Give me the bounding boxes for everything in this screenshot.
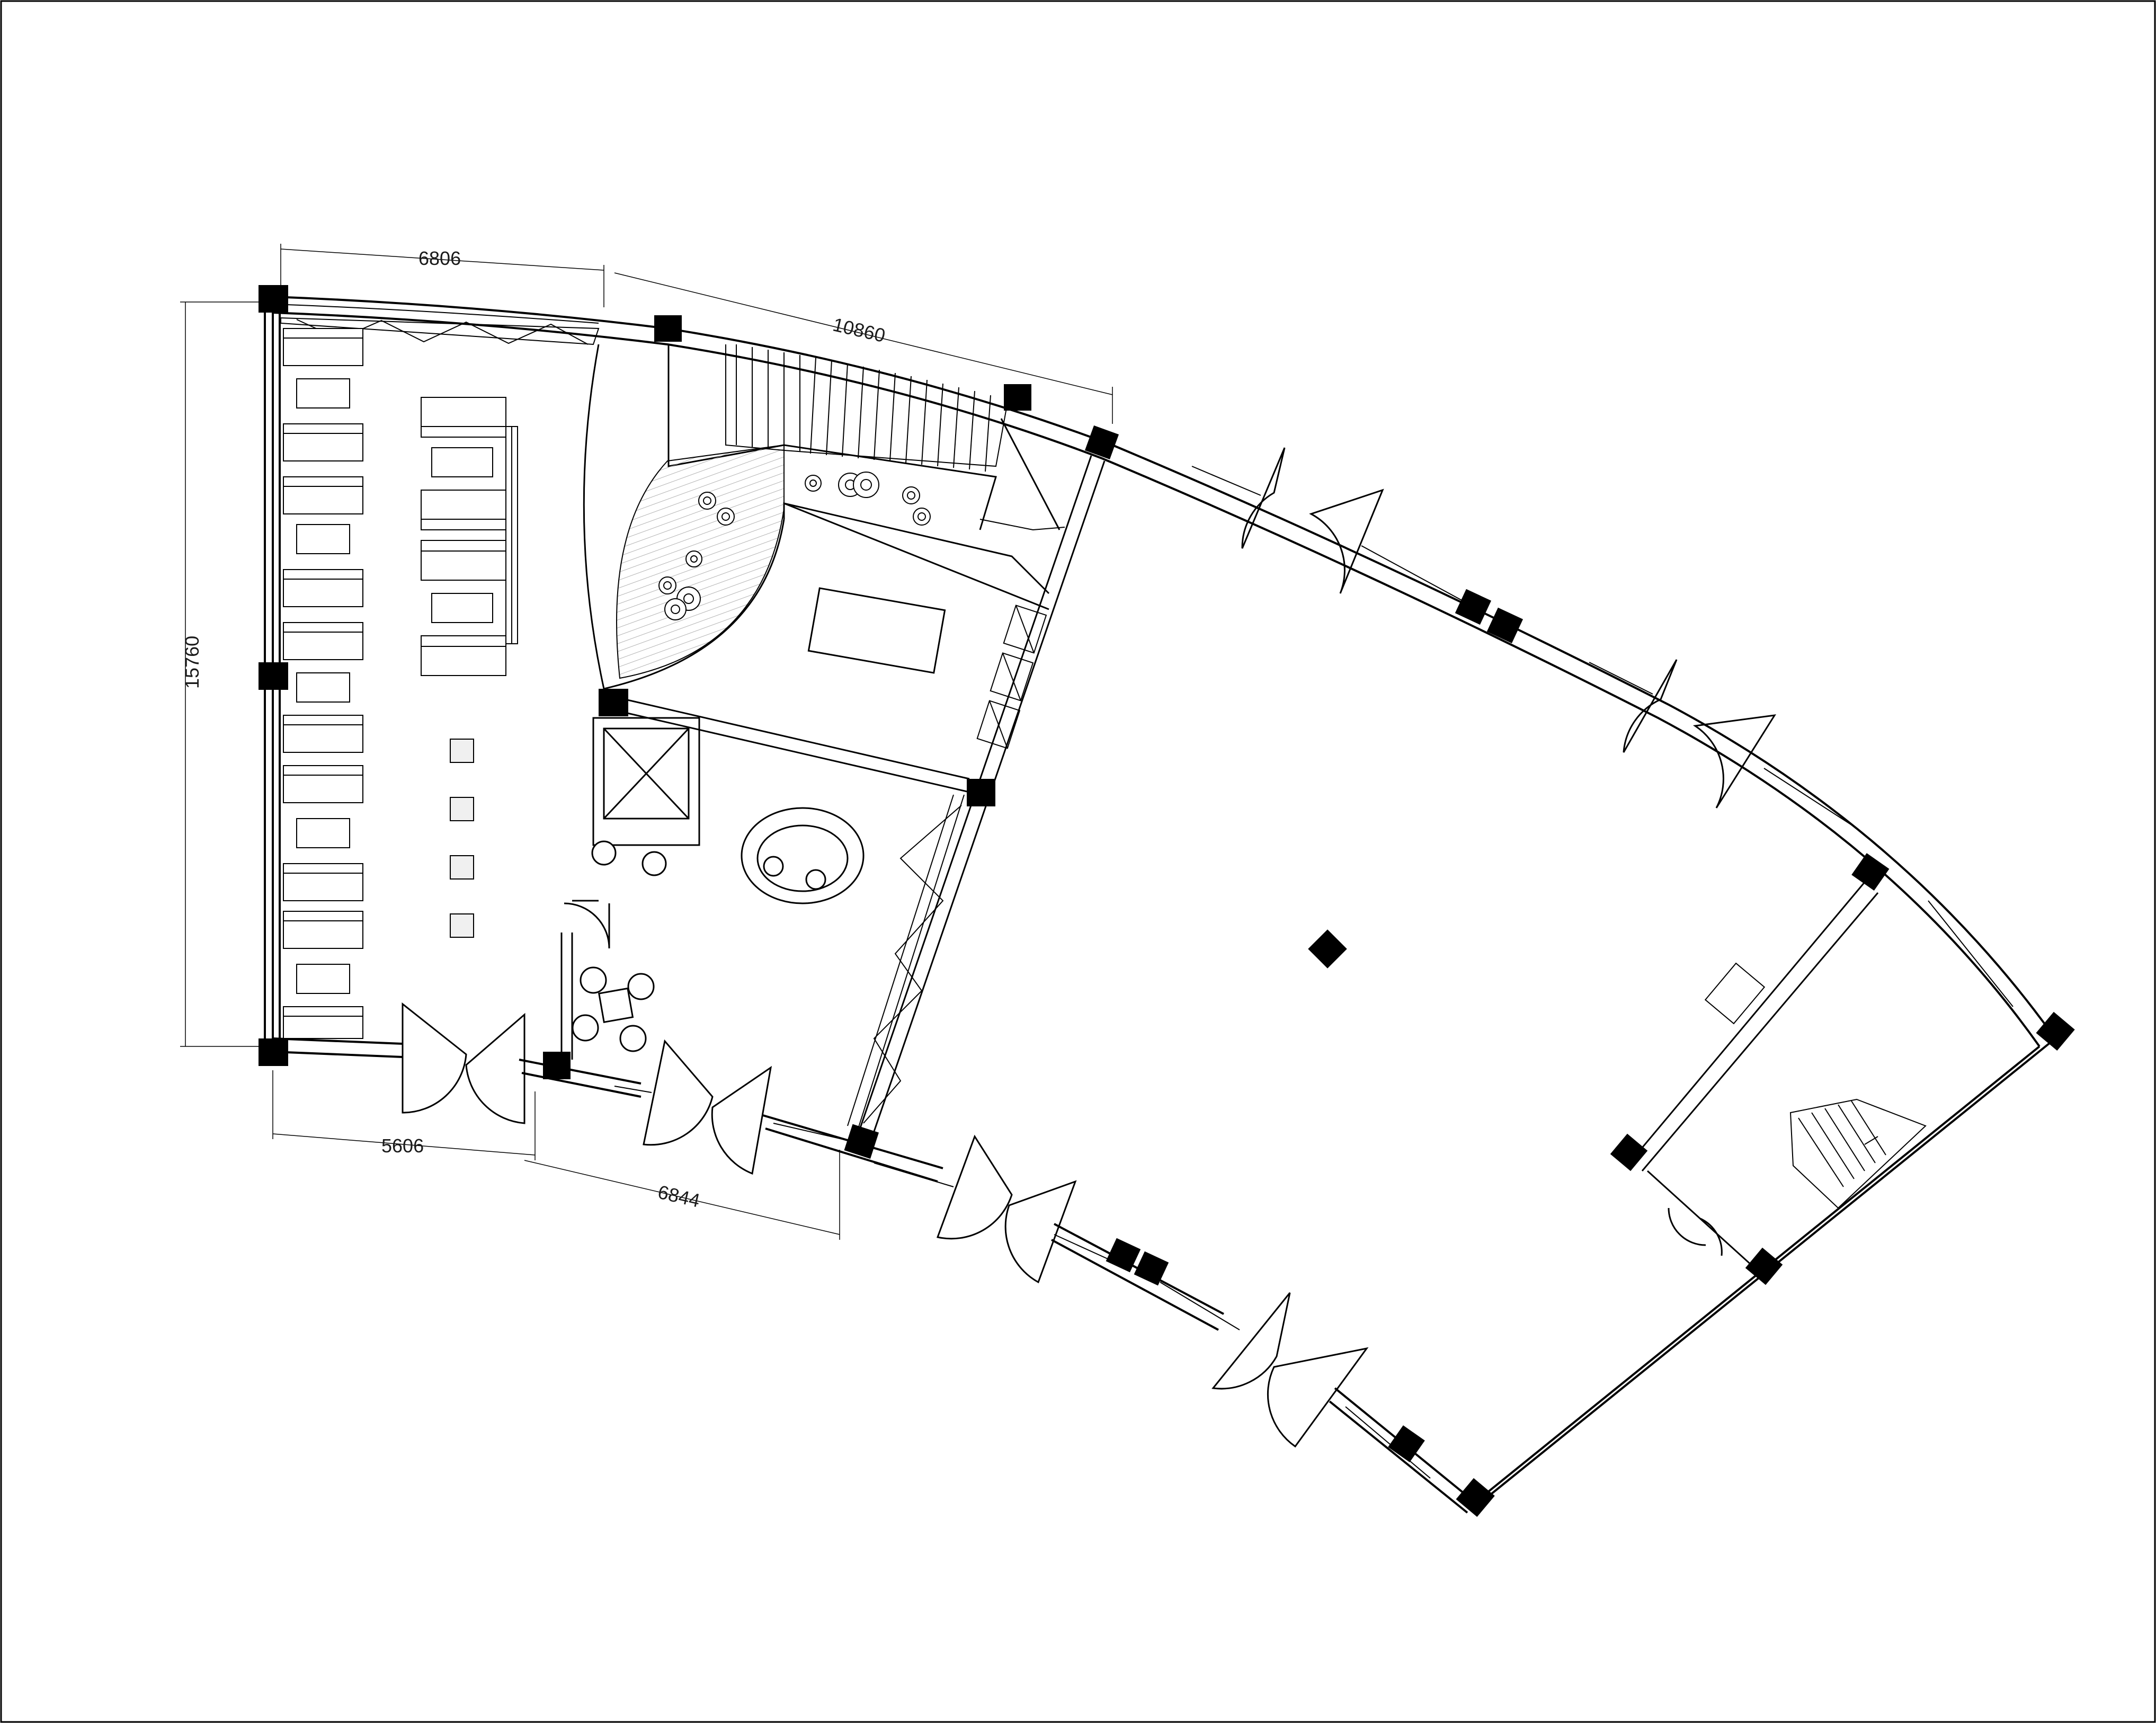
dimension-bottom-right: 6844 [656, 1181, 702, 1212]
elevator-shaft [592, 717, 700, 846]
potted-plants [658, 472, 931, 620]
exterior-walls [264, 296, 2056, 1514]
cafe-seating [572, 840, 667, 1052]
main-staircase [725, 344, 1065, 531]
structural-columns [259, 285, 2075, 1517]
secondary-staircase [1789, 1098, 1927, 1209]
dimension-top-right: 10860 [831, 313, 887, 346]
interior-walls [560, 344, 1879, 1273]
stools [450, 739, 474, 938]
dimension-bottom-left: 5606 [381, 1135, 424, 1157]
entrance-doors [402, 447, 1776, 1448]
service-counter [1704, 962, 1766, 1025]
window-glazing [286, 304, 2014, 1479]
center-seating-island [421, 397, 518, 676]
dimension-top-left: 6806 [418, 247, 461, 269]
dimension-left-height: 15760 [181, 636, 203, 689]
round-lounge-sofa [741, 807, 865, 904]
reception-desk [807, 587, 946, 674]
waiting-sofas [283, 328, 363, 1039]
dimension-lines [180, 244, 1113, 1240]
storage-shelves [847, 605, 1047, 1129]
